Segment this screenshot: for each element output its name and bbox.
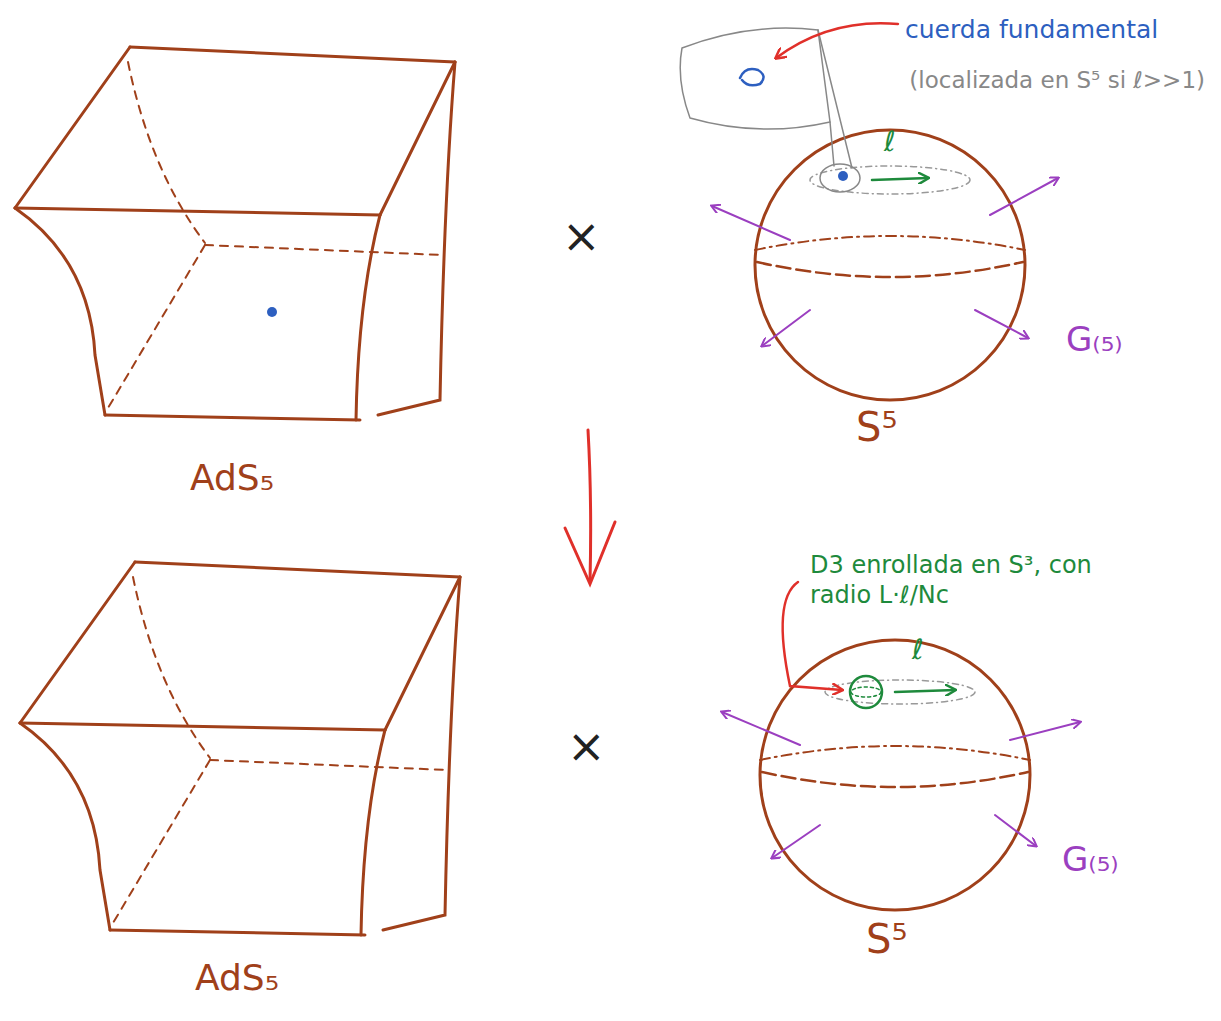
space-label: S⁵ [866,914,907,964]
flux-label: G₍₅₎ [1062,838,1119,881]
space-label: AdS₅ [190,455,274,500]
note: (localizada en S⁵ si ℓ>>1) [900,66,1205,95]
transition-arrow [565,430,615,584]
space-label: AdS₅ [195,955,279,1000]
space-label: S⁵ [856,402,897,452]
ads-box [20,562,460,935]
brane-label: D3 enrollada en S³, con radio L·ℓ/Nc [810,550,1160,610]
string-label: cuerda fundamental [905,14,1158,45]
sphere [722,582,1080,910]
point [267,307,277,317]
product-sign: × [562,208,601,266]
angular-momentum: ℓ [884,124,896,159]
ads-box [15,47,455,420]
flux-label: G₍₅₎ [1066,318,1123,361]
product-sign: × [567,718,606,776]
angular-momentum: ℓ [912,632,924,667]
